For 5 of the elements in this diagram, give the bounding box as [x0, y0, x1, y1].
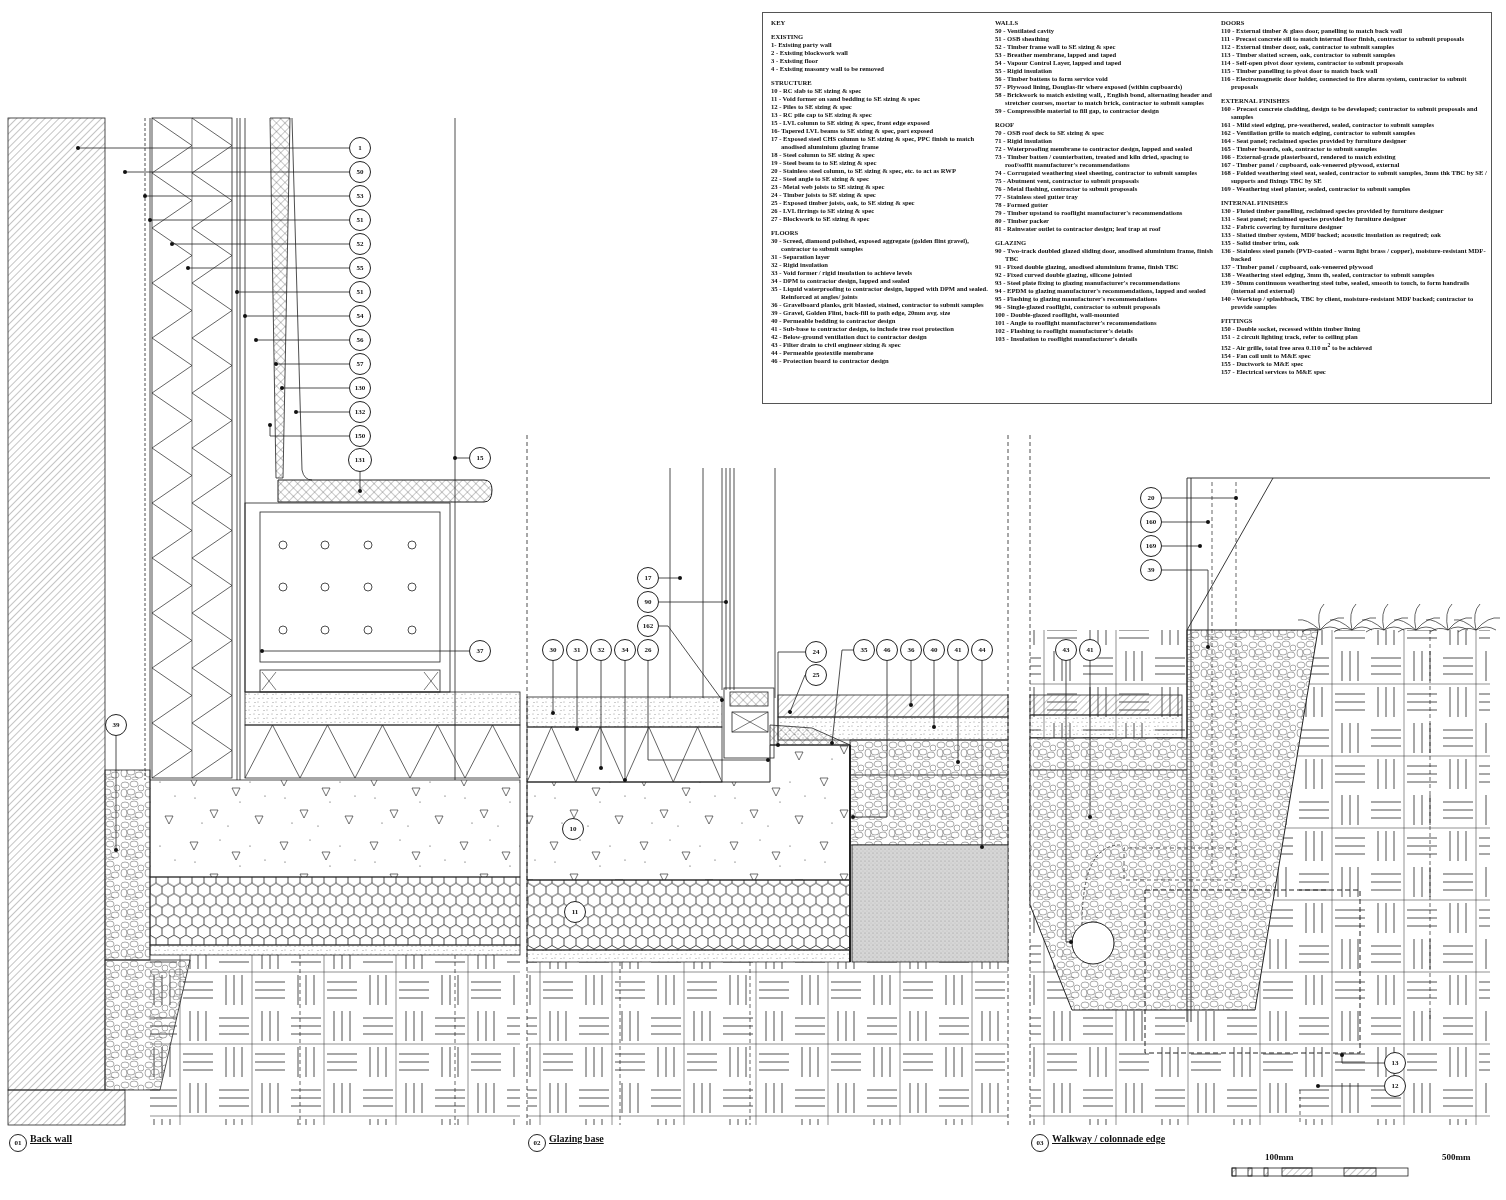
scale-label: 100mm [1265, 1152, 1294, 1162]
scale-label: 500mm [1442, 1152, 1471, 1162]
view-title: Walkway / colonnade edge [1052, 1133, 1166, 1144]
view-title: Glazing base [549, 1133, 604, 1144]
view-title: Back wall [30, 1133, 72, 1144]
